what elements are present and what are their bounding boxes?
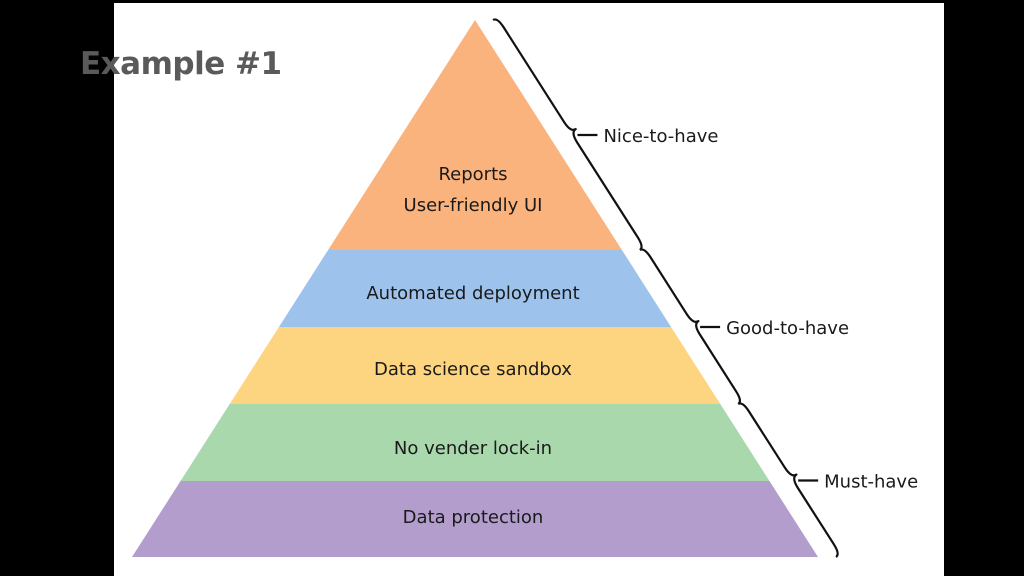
- bracket-2-label: Good-to-have: [726, 318, 849, 339]
- slide-title: Example #1: [80, 46, 282, 82]
- pyramid-layer-5-label: Data protection: [403, 507, 544, 528]
- pyramid-layer-3-label: Data science sandbox: [374, 359, 572, 380]
- pyramid-layer-1: [328, 20, 622, 250]
- bracket-1-label: Nice-to-have: [603, 126, 718, 147]
- pyramid-layer-1-label: User-friendly UI: [404, 195, 543, 216]
- pyramid-layer-4: [180, 404, 770, 481]
- pyramid-layer-2-label: Automated deployment: [366, 283, 579, 304]
- bracket-3-label: Must-have: [824, 472, 918, 493]
- pyramid-layer-2: [278, 250, 672, 327]
- bracket-2: [639, 248, 742, 405]
- pyramid-layer-4-label: No vender lock-in: [394, 438, 552, 459]
- pyramid-layer-3: [229, 327, 721, 404]
- pyramid-layer-5: [132, 481, 818, 557]
- bracket-3: [737, 402, 839, 558]
- bracket-1: [492, 18, 643, 251]
- pyramid-layer-1-label: Reports: [438, 164, 507, 185]
